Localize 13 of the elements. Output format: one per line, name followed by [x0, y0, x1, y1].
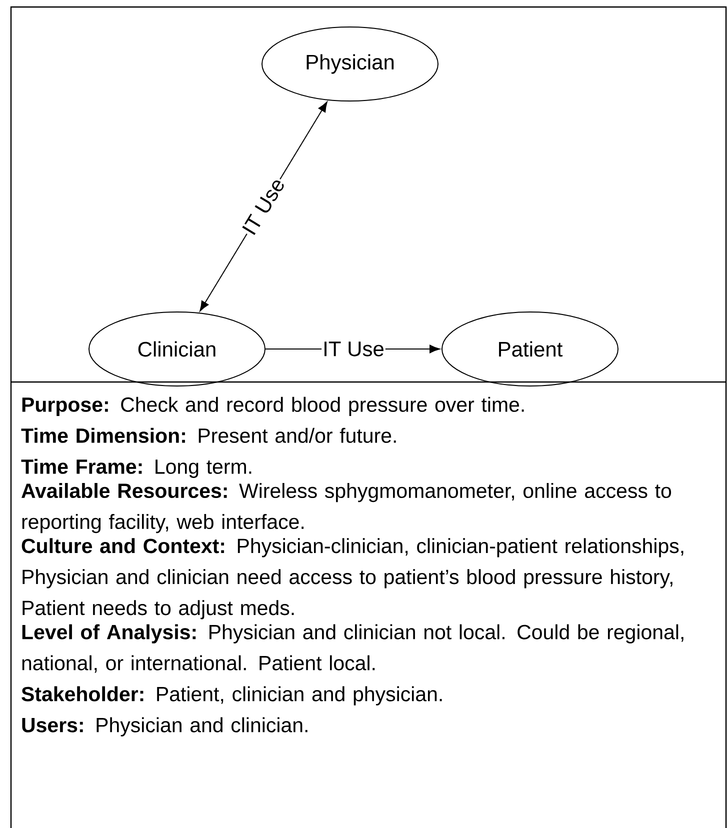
info-text: Users: Physician and clinician.: [22, 717, 308, 736]
info-text: Stakeholder: Patient, clinician and physician.: [22, 686, 442, 706]
info-text: Level of Analysis: Physician and clinician not local. Could be regional, national, or international. Patient local.: [22, 624, 684, 673]
info-text: Culture and Context: Physician-clinician, clinician-patient relationships, Physician and clinician need access to patient’s blood pressure history, Patient needs to adjust meds.: [22, 538, 684, 620]
ellipse-node: Patient: [442, 312, 618, 386]
ellipse-node: Physician: [262, 26, 438, 102]
edge-label: IT Use: [242, 180, 284, 235]
edge-label: IT Use: [324, 342, 384, 356]
ellipse-node: Clinician: [88, 312, 266, 386]
info-text: Purpose: Check and record blood pressure over time.: [22, 396, 524, 416]
info-text: Time Dimension: Present and/or future.: [21, 428, 396, 443]
info-text: Available Resources: Wireless sphygmomanometer, online access to reporting facility, web interface.: [22, 483, 672, 534]
info-text: Time Frame: Long term.: [21, 458, 252, 478]
